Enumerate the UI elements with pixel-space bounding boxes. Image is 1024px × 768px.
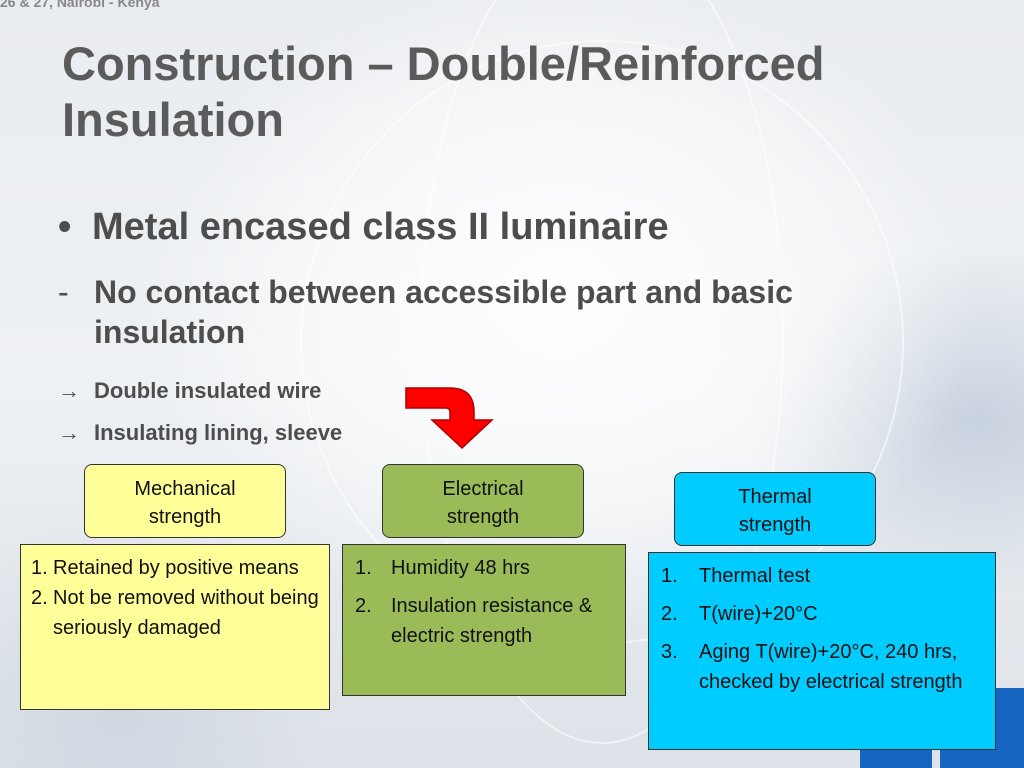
main-bullet: • Metal encased class II luminaire bbox=[58, 202, 669, 252]
item-text: Insulation resistance & electric strengt… bbox=[391, 595, 593, 647]
item-text: Retained by positive means bbox=[53, 557, 299, 579]
right-arrow-icon: → bbox=[58, 378, 80, 403]
item-text: Not be removed without being seriously d… bbox=[53, 587, 319, 639]
bullet-text: Metal encased class II luminaire bbox=[92, 206, 669, 248]
arrow-item-text: Insulating lining, sleeve bbox=[94, 420, 343, 445]
mechanical-strength-label: Mechanical strength bbox=[84, 464, 286, 538]
globe-decoration bbox=[420, 0, 784, 744]
item-number: 3. bbox=[661, 641, 678, 663]
arrow-item: → Double insulated wire bbox=[58, 378, 321, 404]
right-arrow-icon: → bbox=[58, 420, 80, 445]
list-item: 3. Aging T(wire)+20°C, 240 hrs, checked … bbox=[661, 637, 989, 697]
arrow-item-text: Double insulated wire bbox=[94, 378, 322, 403]
thermal-strength-label: Thermal strength bbox=[674, 472, 876, 546]
item-number: 2. bbox=[355, 595, 372, 617]
sub-point: - No contact between accessible part and… bbox=[58, 272, 938, 352]
item-text: Aging T(wire)+20°C, 240 hrs, checked by … bbox=[699, 641, 963, 693]
list-item: 2. Not be removed without being seriousl… bbox=[31, 583, 323, 643]
list-item: 2. Insulation resistance & electric stre… bbox=[355, 591, 619, 651]
header-note: 26 & 27, Nairobi - Kenya bbox=[0, 0, 160, 10]
electrical-label-text: Electrical strength bbox=[442, 478, 524, 528]
item-text: Humidity 48 hrs bbox=[391, 557, 530, 579]
sub-point-text: No contact between accessible part and b… bbox=[94, 274, 793, 350]
list-item: 1. Humidity 48 hrs bbox=[355, 553, 619, 583]
item-text: T(wire)+20°C bbox=[699, 603, 818, 625]
item-number: 1. bbox=[31, 557, 48, 579]
item-number: 1. bbox=[355, 557, 372, 579]
electrical-details: 1. Humidity 48 hrs 2. Insulation resista… bbox=[342, 544, 626, 696]
item-number: 2. bbox=[31, 587, 48, 609]
item-text: Thermal test bbox=[699, 565, 811, 587]
electrical-strength-label: Electrical strength bbox=[382, 464, 584, 538]
thermal-label-text: Thermal strength bbox=[738, 486, 812, 536]
item-number: 2. bbox=[661, 603, 678, 625]
list-item: 1. Thermal test bbox=[661, 561, 989, 591]
dash-marker: - bbox=[58, 274, 69, 310]
arrow-item: → Insulating lining, sleeve bbox=[58, 420, 342, 446]
list-item: 2. T(wire)+20°C bbox=[661, 599, 989, 629]
bullet-marker: • bbox=[58, 206, 72, 248]
mechanical-label-text: Mechanical strength bbox=[134, 478, 236, 528]
curved-arrow-icon bbox=[405, 387, 494, 450]
thermal-details: 1. Thermal test 2. T(wire)+20°C 3. Aging… bbox=[648, 552, 996, 750]
mechanical-details: 1. Retained by positive means 2. Not be … bbox=[20, 544, 330, 710]
list-item: 1. Retained by positive means bbox=[31, 553, 323, 583]
slide-title: Construction – Double/Reinforced Insulat… bbox=[62, 37, 825, 146]
item-number: 1. bbox=[661, 565, 678, 587]
